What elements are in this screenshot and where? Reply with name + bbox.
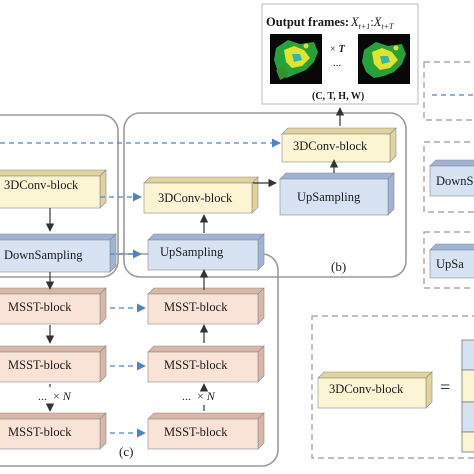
panel-a-frame — [0, 114, 119, 278]
msst-l3-block — [0, 412, 107, 450]
panel-c-label: (c) — [119, 444, 133, 459]
solid-arrows — [45, 107, 345, 412]
conv-top-block — [281, 127, 397, 163]
right-dashed-box-up — [423, 231, 474, 289]
panel-b-frame — [123, 112, 407, 278]
output-times-label: ×T — [330, 44, 346, 55]
up-mid-right-label: UpSampling — [297, 190, 361, 204]
conv-mid-label: 3DConv-block — [158, 191, 233, 205]
down-left-label: DownSampling — [4, 248, 83, 262]
up-mid-label: UpSampling — [160, 245, 224, 259]
conv-mid-block — [143, 176, 259, 214]
legend-equals: = — [440, 377, 450, 397]
right-down-block — [429, 159, 474, 197]
output-frames-math: Xt+1:Xt+T — [350, 15, 394, 31]
msst-r1-block — [147, 287, 265, 325]
msst-r3-block — [147, 412, 265, 450]
down-left-block — [0, 233, 117, 273]
output-ellipsis: ... — [333, 57, 342, 69]
right-dashed-box-down — [423, 141, 474, 213]
output-dims: (C, T, H, W) — [312, 91, 364, 102]
output-frame-image — [270, 34, 322, 84]
msst-l1-label: MSST-block — [8, 300, 72, 314]
msst-l2-block — [0, 345, 107, 383]
output-frame-image — [358, 34, 410, 84]
msst-r1-label: MSST-block — [164, 300, 228, 314]
right-up-partial-label: UpSa — [436, 257, 464, 271]
legend-dashed-box — [311, 315, 474, 459]
skip-connections — [0, 94, 474, 438]
conv-left-label: 3DConv-block — [4, 178, 79, 192]
legend-conv-label: 3DConv-block — [329, 382, 404, 396]
msst-r2-block — [147, 345, 265, 383]
panel-b-label: (b) — [331, 259, 346, 274]
up-mid-right-block — [279, 172, 395, 216]
right-dashed-box-top — [423, 61, 474, 121]
legend-conv-block — [317, 371, 433, 409]
right-down-partial-label: DownS — [436, 174, 474, 188]
msst-l3-label: MSST-block — [8, 425, 72, 439]
right-up-block — [429, 243, 474, 279]
conv-top-label: 3DConv-block — [293, 139, 368, 153]
output-frames-title: Output frames: — [266, 15, 349, 29]
msst-l2-label: MSST-block — [8, 358, 72, 372]
legend-stack — [461, 339, 474, 453]
msst-l1-block — [0, 287, 107, 325]
output-frames-panel: Output frames: Xt+1:Xt+T ×T ... (C, T, H… — [261, 3, 419, 105]
up-mid-block — [147, 233, 265, 271]
dots-left: ...×N — [38, 389, 72, 403]
dots-right: ...×N — [182, 389, 216, 403]
msst-r2-label: MSST-block — [164, 358, 228, 372]
msst-r3-label: MSST-block — [164, 425, 228, 439]
conv-left-block — [0, 169, 107, 209]
